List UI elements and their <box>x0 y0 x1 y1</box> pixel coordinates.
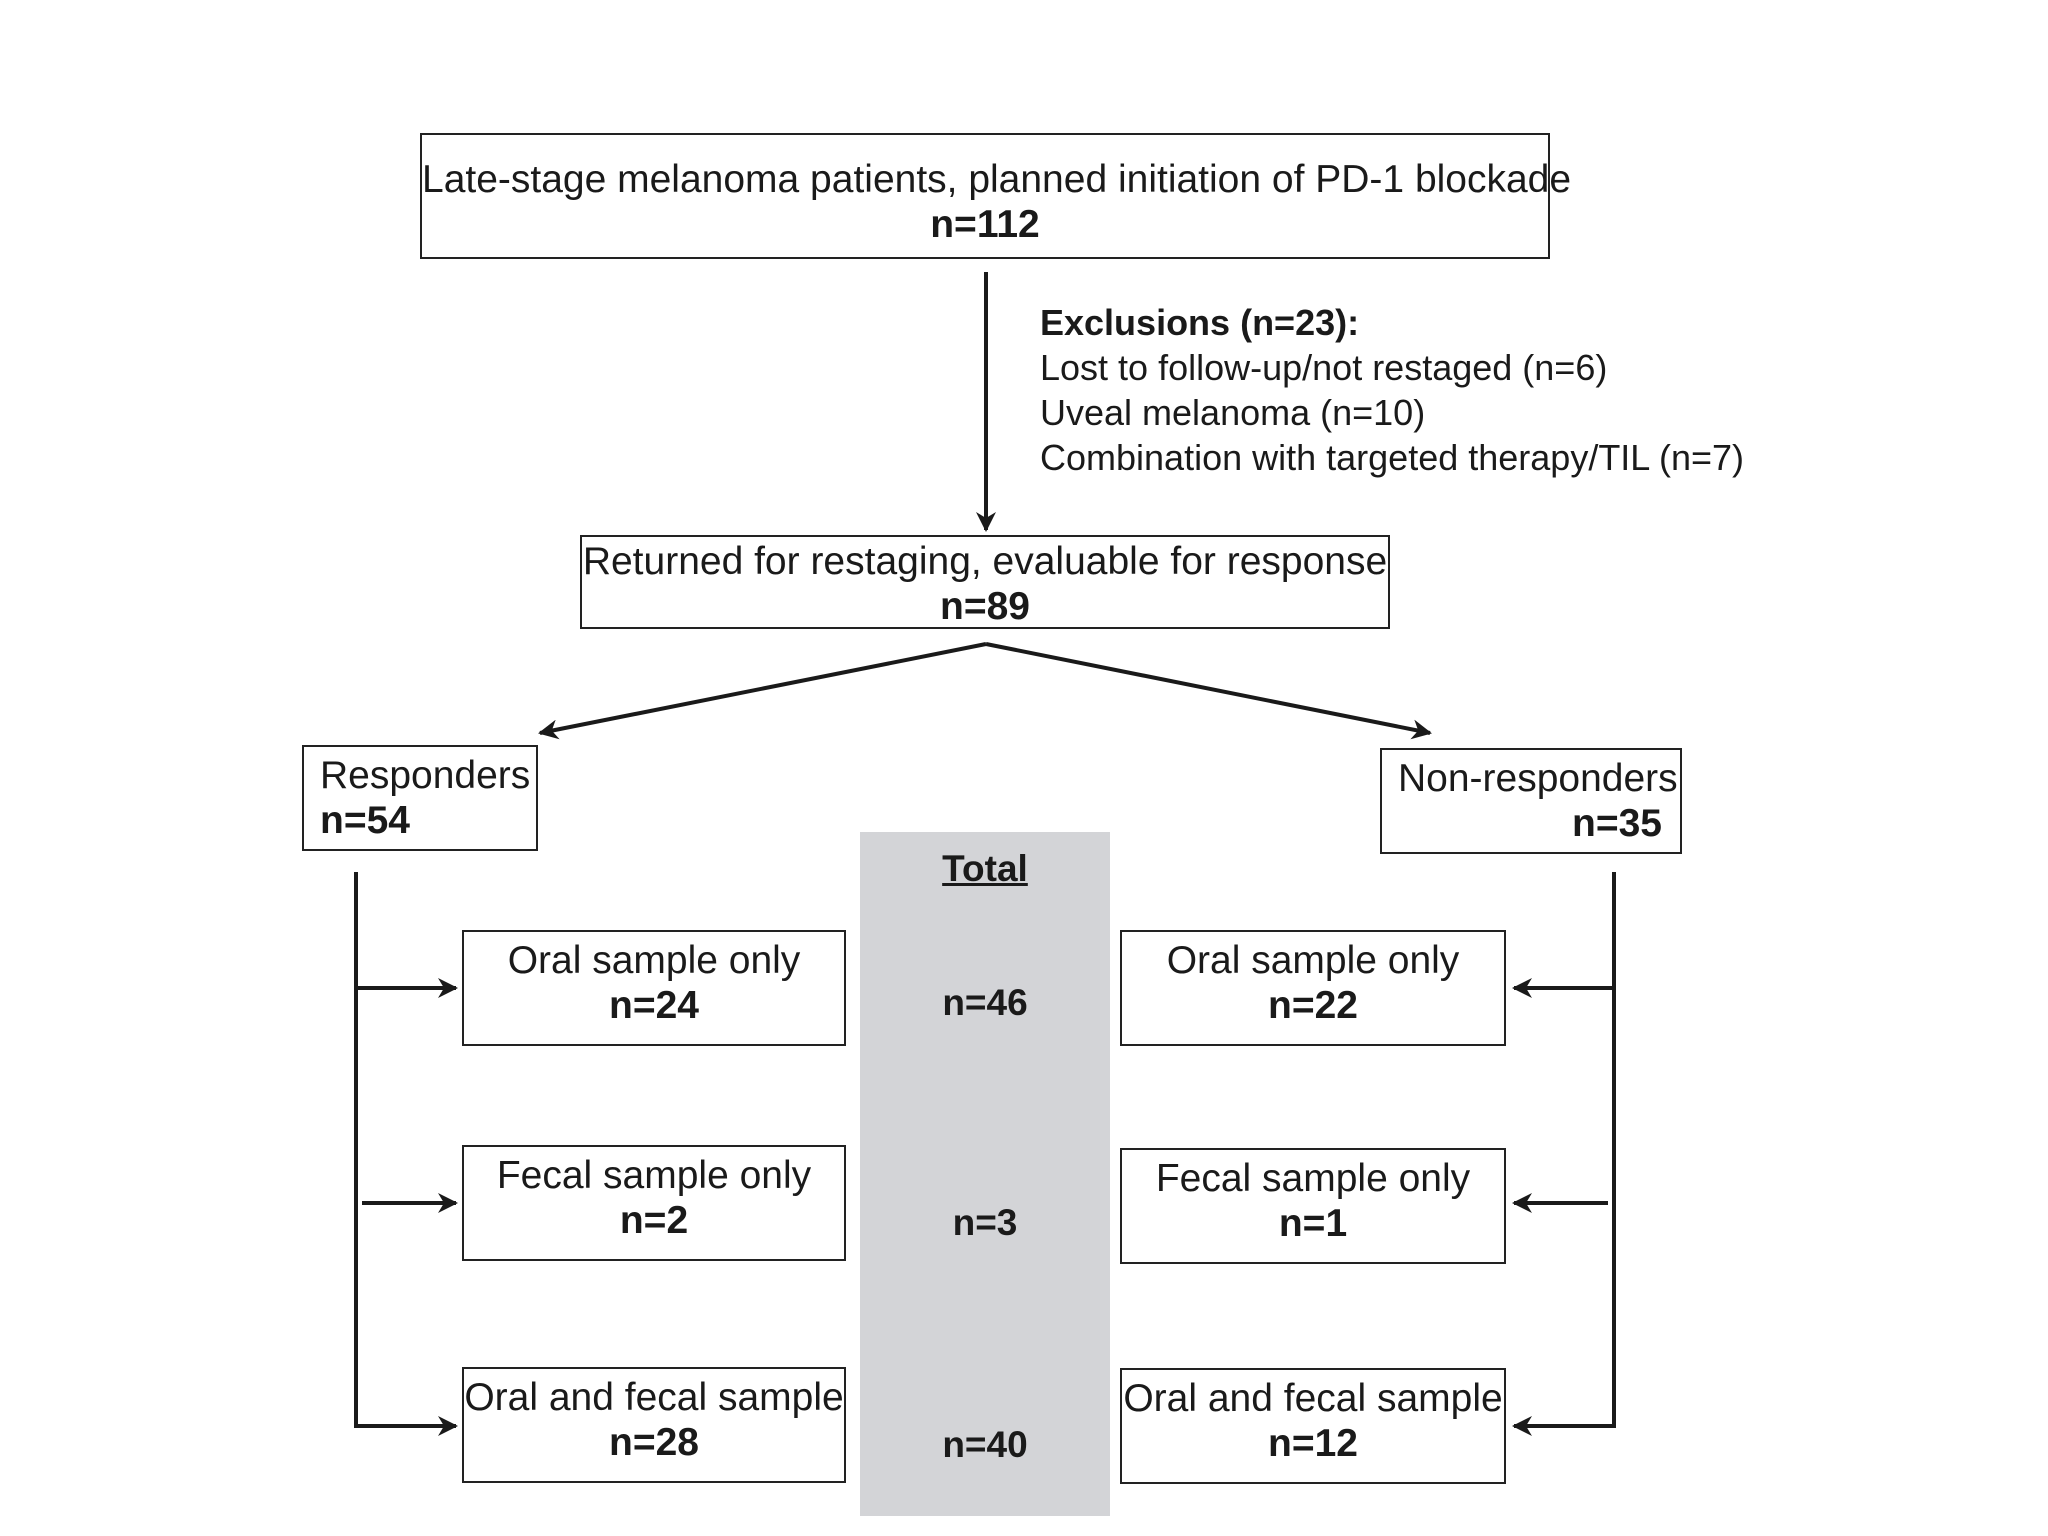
responders-fecal-box: Fecal sample only n=2 <box>462 1145 846 1261</box>
responders-oral-box: Oral sample only n=24 <box>462 930 846 1046</box>
nonresponders-both-box: Oral and fecal sample n=12 <box>1120 1368 1506 1484</box>
nonresponders-label: Non-responders <box>1398 757 1678 800</box>
total-panel <box>860 832 1110 1516</box>
exclusion-item: Uveal melanoma (n=10) <box>1040 392 1426 433</box>
nonresponders-count: n=35 <box>1572 802 1662 845</box>
responders-oral-count: n=24 <box>609 984 699 1027</box>
nonresponders-both-count: n=12 <box>1268 1422 1358 1465</box>
nonresponders-box: Non-responders n=35 <box>1380 748 1682 854</box>
evaluable-count: n=89 <box>940 585 1030 628</box>
responders-fecal-count: n=2 <box>619 1199 689 1242</box>
nonresponders-fecal-box: Fecal sample only n=1 <box>1120 1148 1506 1264</box>
responders-count: n=54 <box>320 799 410 842</box>
nonresponders-both-label: Oral and fecal sample <box>1123 1377 1503 1420</box>
nonresponders-oral-label: Oral sample only <box>1166 939 1460 982</box>
nonresponders-oral-count: n=22 <box>1268 984 1358 1027</box>
responders-box: Responders n=54 <box>302 745 538 851</box>
exclusion-item: Combination with targeted therapy/TIL (n… <box>1040 437 1745 478</box>
enrollment-count: n=112 <box>930 203 1040 246</box>
evaluable-box: Returned for restaging, evaluable for re… <box>580 535 1390 629</box>
responders-label: Responders <box>320 754 531 797</box>
responders-fecal-label: Fecal sample only <box>496 1154 812 1197</box>
arrow-to-responders <box>538 642 987 740</box>
responders-both-box: Oral and fecal sample n=28 <box>462 1367 846 1483</box>
exclusions-heading: Exclusions (n=23): <box>1040 302 1360 343</box>
responders-both-label: Oral and fecal sample <box>464 1376 844 1419</box>
nonresponders-fecal-count: n=1 <box>1278 1202 1348 1245</box>
arrow-to-nonresponders <box>985 642 1432 740</box>
enrollment-box: Late-stage melanoma patients, planned in… <box>420 133 1571 259</box>
nonresponders-fecal-label: Fecal sample only <box>1155 1157 1471 1200</box>
responders-oral-label: Oral sample only <box>507 939 801 982</box>
total-oral-count: n=46 <box>942 982 1028 1023</box>
responders-both-count: n=28 <box>609 1421 699 1464</box>
exclusions-block: Exclusions (n=23): Lost to follow-up/not… <box>1040 300 1744 480</box>
total-both-count: n=40 <box>942 1424 1028 1465</box>
total-heading: Total <box>942 848 1028 889</box>
exclusion-item: Lost to follow-up/not restaged (n=6) <box>1040 347 1608 388</box>
nonresponders-oral-box: Oral sample only n=22 <box>1120 930 1506 1046</box>
evaluable-label: Returned for restaging, evaluable for re… <box>582 540 1388 583</box>
total-fecal-count: n=3 <box>952 1202 1018 1243</box>
enrollment-label: Late-stage melanoma patients, planned in… <box>422 158 1572 201</box>
